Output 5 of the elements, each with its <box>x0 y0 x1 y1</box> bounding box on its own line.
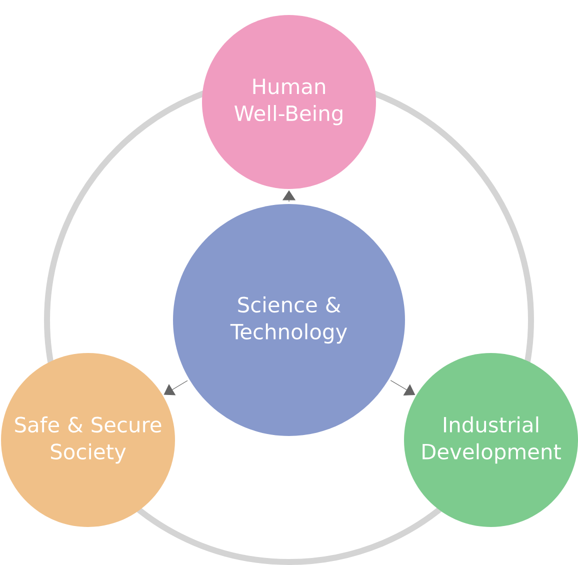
arrow <box>164 380 188 396</box>
circle-node: Human Well-Being <box>202 15 376 189</box>
circle-node: Industrial Development <box>404 352 578 527</box>
circle-node: Safe & Secure Society <box>1 352 175 527</box>
circle-node: Science & Technology <box>173 204 405 436</box>
